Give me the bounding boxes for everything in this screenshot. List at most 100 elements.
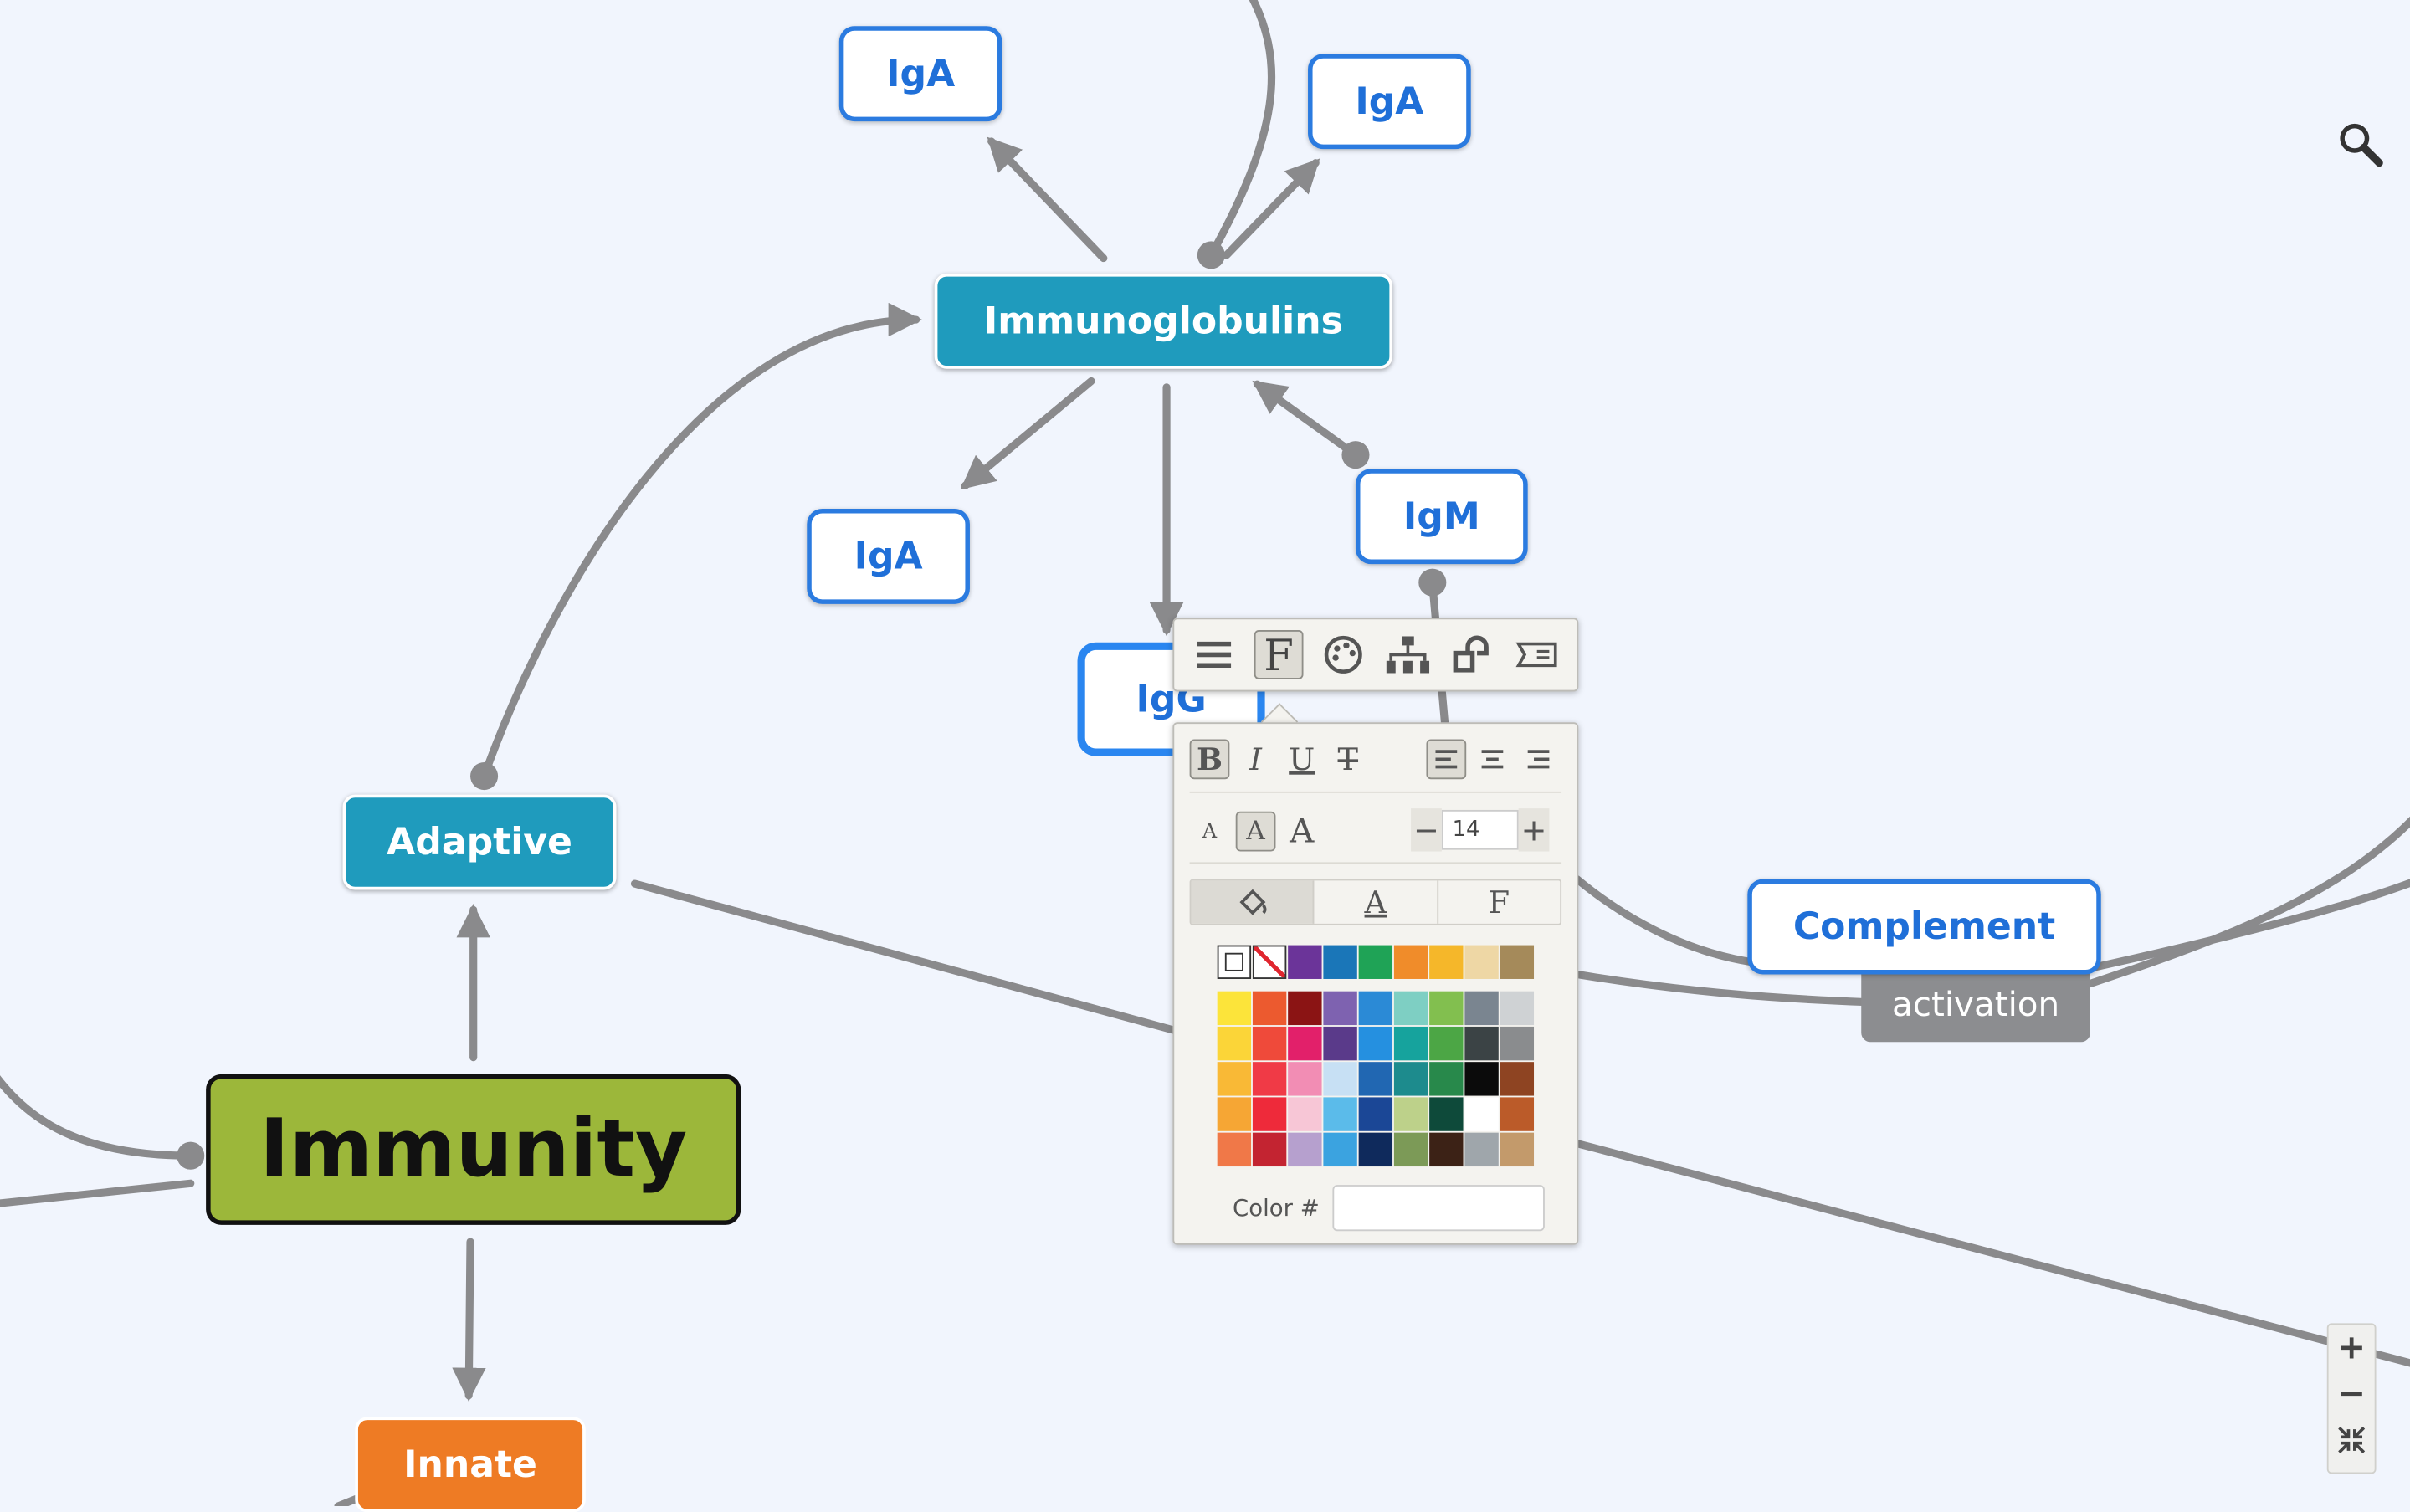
node-iga-top-left[interactable]: IgA xyxy=(838,26,1002,122)
underline-button[interactable]: U xyxy=(1289,741,1315,778)
color-swatch[interactable] xyxy=(1288,1062,1322,1096)
color-swatch[interactable] xyxy=(1323,1026,1357,1061)
color-swatch[interactable] xyxy=(1217,991,1252,1026)
align-right-icon[interactable] xyxy=(1519,739,1559,779)
search-icon[interactable] xyxy=(2336,120,2386,169)
color-swatch[interactable] xyxy=(1393,1132,1428,1167)
color-swatch[interactable] xyxy=(1429,1062,1464,1096)
color-swatch[interactable] xyxy=(1358,991,1393,1026)
label-icon[interactable] xyxy=(1512,630,1561,679)
size-large-button[interactable]: A xyxy=(1290,812,1315,851)
color-swatch[interactable] xyxy=(1217,1026,1252,1061)
color-swatch[interactable] xyxy=(1252,1026,1287,1061)
color-hex-input[interactable] xyxy=(1331,1185,1544,1232)
structure-icon[interactable] xyxy=(1383,630,1433,679)
color-hex-label: Color # xyxy=(1233,1194,1320,1222)
color-swatch[interactable] xyxy=(1500,1132,1535,1167)
color-swatch[interactable] xyxy=(1217,1097,1252,1131)
node-iga-top-right[interactable]: IgA xyxy=(1308,54,1471,150)
color-swatch[interactable] xyxy=(1323,1097,1357,1131)
color-swatch[interactable] xyxy=(1358,945,1393,979)
color-swatch[interactable] xyxy=(1358,1062,1393,1096)
align-center-icon[interactable] xyxy=(1473,739,1513,779)
color-swatch[interactable] xyxy=(1288,991,1322,1026)
color-swatch[interactable] xyxy=(1358,1097,1393,1131)
color-swatch[interactable] xyxy=(1464,1062,1499,1096)
font-icon[interactable]: F xyxy=(1254,629,1304,680)
color-swatch[interactable] xyxy=(1500,1062,1535,1096)
color-swatch[interactable] xyxy=(1252,1132,1287,1167)
color-swatch[interactable] xyxy=(1464,991,1499,1026)
menu-icon[interactable] xyxy=(1190,630,1239,679)
color-swatch[interactable] xyxy=(1464,945,1499,979)
color-swatch[interactable] xyxy=(1464,1026,1499,1061)
font-size-presets: A A A xyxy=(1190,811,1328,852)
font-size-input[interactable]: 14 xyxy=(1441,809,1519,850)
node-iga-left[interactable]: IgA xyxy=(807,508,970,604)
node-root-immunity[interactable]: Immunity xyxy=(206,1074,741,1225)
color-swatch[interactable] xyxy=(1464,1132,1499,1167)
strikethrough-button[interactable]: T xyxy=(1337,741,1359,778)
increase-size-button[interactable]: + xyxy=(1518,808,1550,852)
color-swatch[interactable] xyxy=(1252,1062,1287,1096)
node-label: IgA xyxy=(1355,79,1424,123)
no-fill-swatch[interactable] xyxy=(1217,945,1252,979)
color-swatch[interactable] xyxy=(1500,991,1535,1026)
swatch-row xyxy=(1217,1026,1536,1061)
color-swatch[interactable] xyxy=(1393,1026,1428,1061)
color-swatch[interactable] xyxy=(1500,945,1535,979)
color-swatch[interactable] xyxy=(1288,1026,1322,1061)
node-adaptive[interactable]: Adaptive xyxy=(342,794,617,890)
color-swatch[interactable] xyxy=(1288,945,1322,979)
color-swatch[interactable] xyxy=(1429,1026,1464,1061)
italic-button[interactable]: I xyxy=(1249,741,1262,778)
palette-icon[interactable] xyxy=(1319,630,1368,679)
color-swatch[interactable] xyxy=(1358,1132,1393,1167)
node-complement[interactable]: Complement xyxy=(1747,879,2101,975)
color-swatch[interactable] xyxy=(1288,1097,1322,1131)
color-swatch[interactable] xyxy=(1464,1097,1499,1131)
color-swatch[interactable] xyxy=(1429,1097,1464,1131)
decrease-size-button[interactable]: − xyxy=(1411,808,1442,852)
color-swatch[interactable] xyxy=(1429,945,1464,979)
color-swatch[interactable] xyxy=(1288,1132,1322,1167)
relationship-label[interactable]: activation xyxy=(1861,968,2090,1043)
color-swatch[interactable] xyxy=(1252,1097,1287,1131)
color-swatch[interactable] xyxy=(1358,1026,1393,1061)
color-swatch[interactable] xyxy=(1429,991,1464,1026)
node-igm[interactable]: IgM xyxy=(1355,469,1528,565)
color-swatch[interactable] xyxy=(1323,991,1357,1026)
shape-icon[interactable] xyxy=(1448,630,1497,679)
color-swatch[interactable] xyxy=(1429,1132,1464,1167)
color-swatch[interactable] xyxy=(1393,991,1428,1026)
font-color-tab[interactable]: F xyxy=(1488,884,1510,921)
zoom-out-button[interactable]: − xyxy=(2337,1374,2366,1413)
format-toolbar: F xyxy=(1172,618,1579,692)
size-small-button[interactable]: A xyxy=(1202,819,1218,843)
node-innate[interactable]: Innate xyxy=(355,1417,586,1512)
align-left-icon[interactable] xyxy=(1426,739,1467,780)
bold-button[interactable]: B xyxy=(1189,739,1230,780)
color-swatch[interactable] xyxy=(1217,1132,1252,1167)
text-color-tab[interactable]: A xyxy=(1315,880,1438,924)
color-swatch[interactable] xyxy=(1393,1062,1428,1096)
color-swatch[interactable] xyxy=(1252,991,1287,1026)
node-immunoglobulins[interactable]: Immunoglobulins xyxy=(934,273,1393,369)
color-swatch[interactable] xyxy=(1323,945,1357,979)
color-swatch[interactable] xyxy=(1323,1132,1357,1167)
color-swatch[interactable] xyxy=(1500,1097,1535,1131)
swatch-row xyxy=(1217,991,1536,1026)
color-swatch[interactable] xyxy=(1500,1026,1535,1061)
color-swatch[interactable] xyxy=(1323,1062,1357,1096)
color-swatch[interactable] xyxy=(1393,1097,1428,1131)
fit-icon[interactable] xyxy=(2329,1417,2375,1463)
zoom-in-button[interactable]: + xyxy=(2337,1328,2366,1367)
color-swatch[interactable] xyxy=(1217,1062,1252,1096)
color-hex-row: Color # xyxy=(1233,1185,1544,1232)
size-medium-button[interactable]: A xyxy=(1235,811,1276,852)
font-size-stepper: − 14 + xyxy=(1411,808,1550,852)
fill-color-tab[interactable] xyxy=(1191,880,1315,924)
color-swatch[interactable] xyxy=(1393,945,1428,979)
clear-color-swatch[interactable] xyxy=(1252,945,1287,979)
